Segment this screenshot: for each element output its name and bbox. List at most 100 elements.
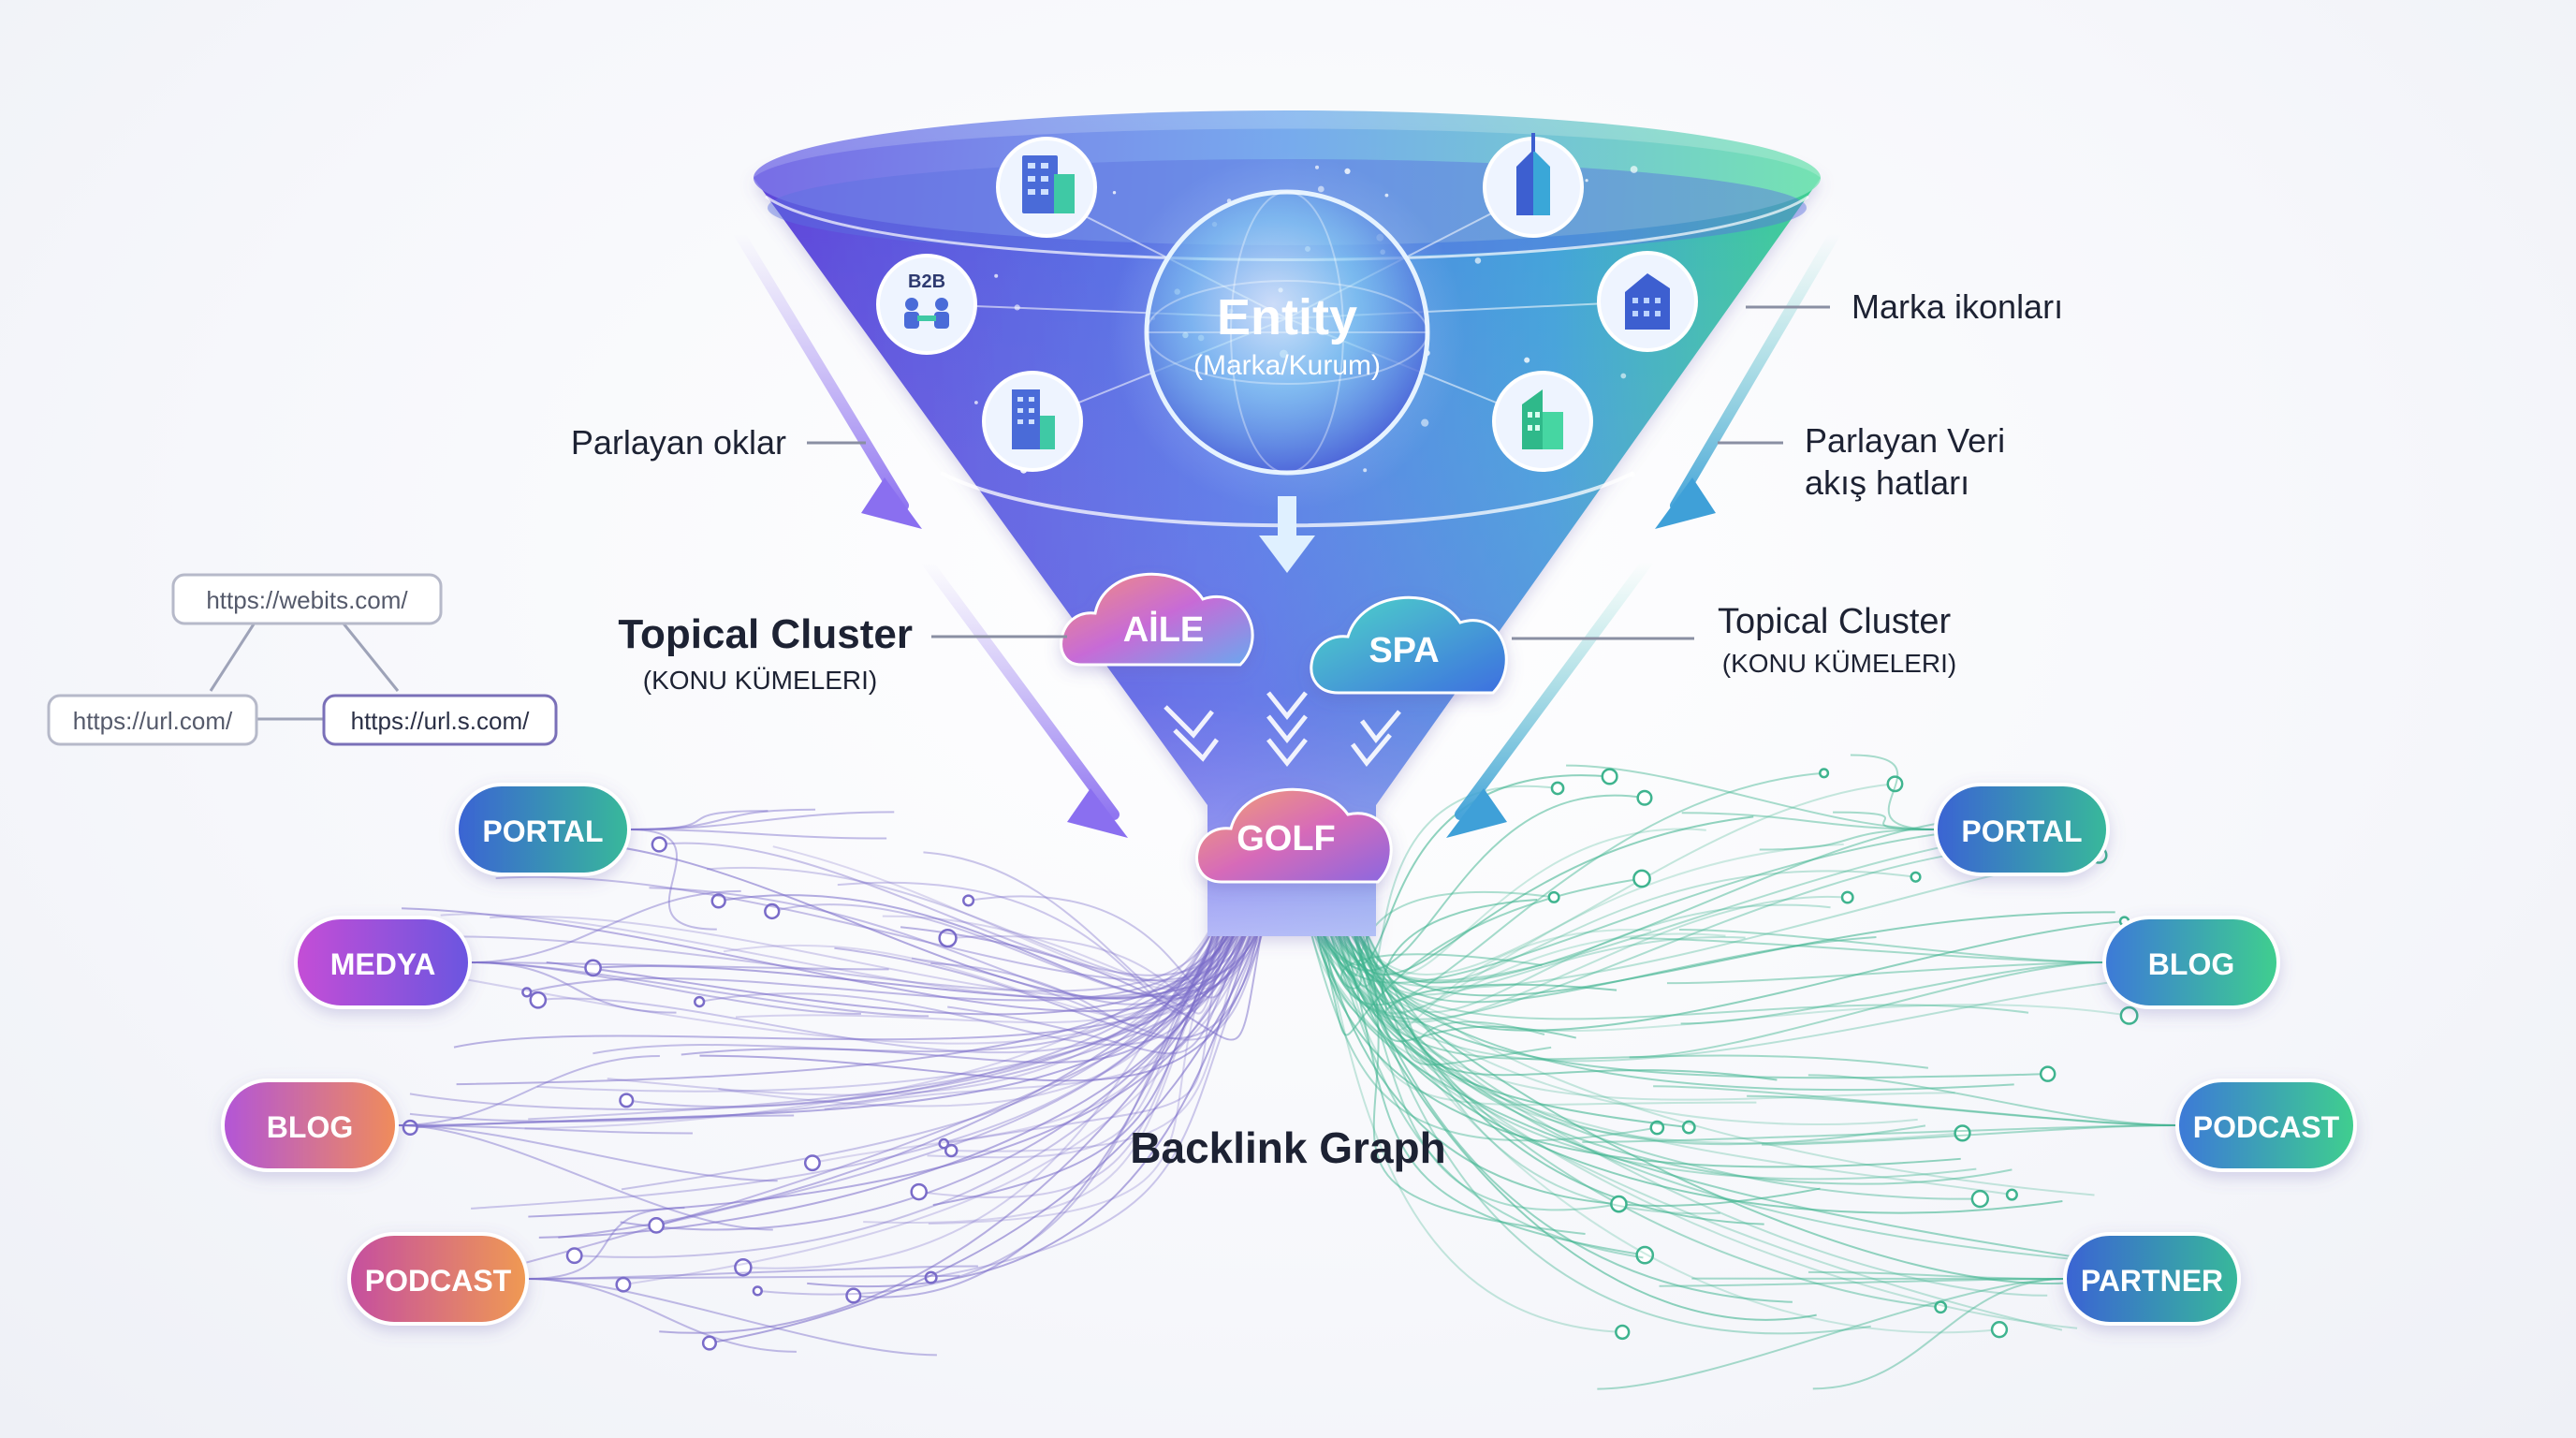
sparkle — [1630, 166, 1638, 173]
backlink-edge — [900, 926, 1263, 1041]
backlink-edge — [1312, 891, 1555, 977]
url-url-s: https://url.s.com/ — [351, 707, 530, 735]
backlink-edge — [1322, 931, 1623, 1333]
backlink-edge — [1320, 931, 2048, 1079]
backlink-edge — [1310, 931, 1658, 1142]
backlink-edge — [863, 931, 1225, 1224]
office-building-icon — [996, 137, 1097, 238]
backlink-edge — [723, 931, 1238, 1020]
backlink-network-left — [396, 808, 1265, 1357]
backlink-edge — [659, 842, 1237, 976]
backlink-dot — [1934, 1300, 1948, 1314]
right-node-podcast[interactable]: PODCAST — [2175, 1078, 2357, 1172]
backlink-dot — [764, 902, 781, 920]
backlink-dot — [1970, 1189, 1989, 1209]
brand-icons: B2B — [876, 133, 1698, 472]
cluster-spa[interactable]: SPA — [1310, 595, 1508, 695]
backlink-network-right — [1310, 754, 2178, 1390]
left-node-blog[interactable]: BLOG — [221, 1078, 399, 1172]
backlink-edge — [1332, 931, 2029, 1020]
url-box-url[interactable]: https://url.com/ — [47, 694, 258, 746]
backlink-edge — [536, 931, 1238, 1093]
backlink-edge — [546, 931, 1234, 1016]
backlink-edge — [1759, 829, 1937, 851]
tower-building-icon — [982, 371, 1083, 472]
arrow-head-icon — [1446, 788, 1507, 838]
right-node-blog[interactable]: BLOG — [2102, 916, 2280, 1009]
backlink-edge — [1355, 931, 1764, 1225]
backlink-edge — [432, 931, 1213, 992]
cluster-aile-label: AİLE — [1123, 610, 1205, 650]
backlink-edge — [628, 829, 717, 931]
backlink-edge — [1348, 931, 1552, 1066]
url-box-webits[interactable]: https://webits.com/ — [171, 573, 443, 625]
corporate-building-icon — [1597, 251, 1698, 352]
cluster-spa-label: SPA — [1368, 631, 1439, 670]
backlink-dot — [1547, 890, 1560, 903]
backlink-edge — [1354, 931, 1871, 1335]
backlink-edge — [659, 931, 1247, 1334]
backlink-edge — [526, 1278, 797, 1353]
backlink-dot — [565, 1247, 583, 1265]
backlink-edge — [1355, 911, 2115, 997]
backlink-dot — [1601, 768, 1618, 785]
left-node-portal[interactable]: PORTAL — [455, 783, 631, 876]
label-parlayan-oklar: Parlayan oklar — [571, 423, 786, 462]
cluster-golf[interactable]: GOLF — [1195, 787, 1393, 884]
backlink-edge — [524, 931, 1210, 1130]
backlink-edge — [621, 931, 1221, 1191]
entity-orb: Entity (Marka/Kurum) — [1109, 154, 1465, 510]
arrow-head-icon — [1655, 477, 1716, 529]
left-node-podcast[interactable]: PODCAST — [347, 1232, 529, 1326]
right-node-portal-label: PORTAL — [1961, 814, 2082, 848]
backlink-edge — [628, 808, 816, 830]
backlink-edge — [1747, 1094, 2178, 1126]
backlink-edge — [622, 931, 1250, 1286]
backlink-edge — [1358, 931, 1963, 1145]
backlink-edge — [526, 1207, 685, 1280]
backlink-edge — [1340, 931, 2095, 1196]
cluster-aile[interactable]: AİLE — [1060, 572, 1254, 667]
backlink-edge — [1812, 1278, 2066, 1390]
green-building-icon — [1492, 371, 1593, 472]
backlink-edge — [1314, 931, 1726, 1014]
backlink-edge — [537, 931, 1231, 1054]
backlink-edge — [735, 931, 1241, 1024]
backlink-edge — [1354, 931, 1577, 1043]
backlink-edge — [1310, 931, 2048, 1297]
backlink-edge — [1850, 754, 1937, 830]
backlink-edge — [742, 931, 1213, 1269]
backlink-edge — [944, 931, 1225, 1145]
sparkle — [1585, 179, 1588, 183]
backlink-edge — [396, 1054, 660, 1126]
backlink-edge — [923, 851, 1241, 1007]
backlink-dot — [910, 1182, 928, 1201]
entity-title: Entity — [1217, 289, 1357, 345]
label-topical-cluster-right: Topical Cluster — [1718, 602, 1952, 641]
backlink-edge — [1325, 931, 1918, 1125]
backlink-edge — [807, 931, 1253, 1288]
backlink-edge — [469, 889, 741, 963]
backlink-edge — [918, 931, 1231, 1198]
backlink-edge — [1653, 1085, 2178, 1126]
backlink-dot — [1840, 890, 1854, 904]
left-nodes: PORTAL MEDYA BLOG PODCAST — [221, 783, 631, 1326]
backlink-edge — [1341, 931, 2096, 1263]
backlink-edge — [1361, 931, 1586, 1236]
backlink-edge — [469, 961, 929, 1018]
left-node-medya[interactable]: MEDYA — [294, 916, 472, 1009]
backlink-dot — [1610, 1195, 1628, 1213]
right-node-portal[interactable]: PORTAL — [1934, 783, 2110, 876]
backlink-edge — [1316, 931, 1961, 1168]
backlink-edge — [593, 931, 1219, 1055]
backlink-dot — [1635, 1245, 1655, 1265]
backlink-edge — [1321, 931, 2122, 1063]
backlink-edge — [1319, 774, 1610, 966]
backlink-edge — [1566, 764, 1937, 830]
backlink-edge — [911, 931, 1264, 1041]
backlink-dot — [1615, 1324, 1631, 1341]
backlink-edge — [409, 931, 1227, 1111]
url-box-url-s[interactable]: https://url.s.com/ — [322, 694, 558, 746]
right-node-partner[interactable]: PARTNER — [2063, 1232, 2241, 1326]
b2b-meeting-icon: B2B — [876, 254, 977, 355]
